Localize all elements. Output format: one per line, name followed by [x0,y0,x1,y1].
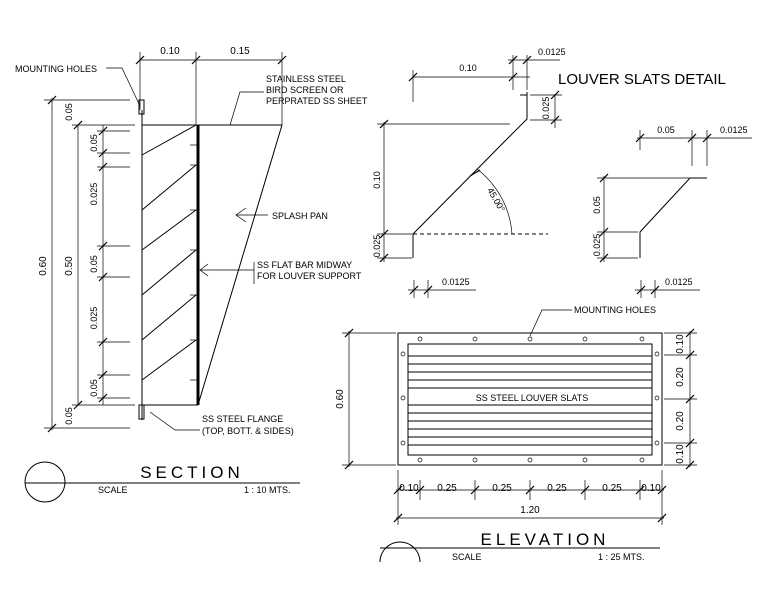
elevation-bottom-dim-2: 0.25 [492,483,512,494]
big-w-010: 0.10 [459,63,477,73]
elevation-bottom-dim-5: 0.10 [641,483,661,494]
elevation-scale-value: 1 : 25 MTS. [598,552,645,562]
label-flange-1: SS STEEL FLANGE [202,414,283,424]
elevation-louver-slats [408,355,652,446]
section-scale-label: SCALE [98,485,128,495]
elevation-height-060: 0.60 [335,389,346,409]
small-w-00125-bottom: 0.0125 [665,277,693,287]
elevation-right-dim-2: 0.20 [675,411,686,431]
elevation-right-dim-0: 0.10 [675,334,686,354]
label-screen-3: PERPRATED SS SHEET [266,96,368,106]
elevation-view: MOUNTING HOLES SS STEEL LOUVER SLATS [335,305,697,563]
dim-005-top: 0.05 [64,103,74,121]
big-w-00125-bottom: 0.0125 [442,277,470,287]
section-louver-slats [141,124,197,381]
label-screen-2: BIRD SCREEN OR [266,85,344,95]
big-w-00125-top: 0.0125 [538,47,566,57]
elevation-bottom-dim-4: 0.25 [602,483,622,494]
small-h-005: 0.05 [592,196,602,214]
elevation-bottom-dim-1: 0.25 [437,483,457,494]
dim-total-060: 0.60 [38,256,49,276]
dim-005-bottom: 0.05 [64,407,74,425]
dim-0025-b: 0.025 [89,307,99,330]
louver-detail-title: LOUVER SLATS DETAIL [558,71,726,88]
section-view: 0.10 0.15 [15,46,368,503]
section-scale-value: 1 : 10 MTS. [244,485,291,495]
elevation-right-dim-3: 0.10 [675,444,686,464]
dim-inner-050: 0.50 [64,256,75,276]
elevation-bottom-dim-3: 0.25 [547,483,567,494]
label-flange-2: (TOP, BOTT. & SIDES) [202,426,294,436]
label-mounting-holes: MOUNTING HOLES [15,64,97,74]
dim-005-c: 0.05 [89,379,99,397]
dim-top-010: 0.10 [160,46,180,57]
big-h-010: 0.10 [372,171,382,189]
elevation-slats-label: SS STEEL LOUVER SLATS [476,393,589,403]
mounting-holes [400,336,660,463]
label-screen-1: STAINLESS STEEL [266,74,346,84]
elevation-scale-label: SCALE [452,552,482,562]
elevation-total-120: 1.20 [520,505,540,516]
small-w-00125-top: 0.0125 [720,125,748,135]
big-h-0025-top: 0.025 [541,97,551,120]
elevation-bottom-dim-0: 0.10 [399,483,419,494]
angle-45: 45.00° [485,186,507,214]
dim-0025-a: 0.025 [89,183,99,206]
elevation-right-dim-1: 0.20 [675,367,686,387]
label-flat-bar-1: SS FLAT BAR MIDWAY [257,260,352,270]
small-h-0025: 0.025 [592,234,602,257]
small-w-005: 0.05 [657,125,675,135]
section-title: SECTION [140,463,244,482]
elevation-title: ELEVATION [481,530,610,549]
elevation-mounting-holes: MOUNTING HOLES [574,305,656,315]
label-splash-pan: SPLASH PAN [272,211,328,221]
big-h-0025-bottom: 0.025 [372,235,382,258]
dim-005-a: 0.05 [89,134,99,152]
dim-005-b: 0.05 [89,255,99,273]
dim-top-015: 0.15 [230,46,250,57]
louver-slats-detail: LOUVER SLATS DETAIL 45.00° 0.10 0.0125 0… [372,47,752,298]
label-flat-bar-2: FOR LOUVER SUPPORT [257,271,362,281]
